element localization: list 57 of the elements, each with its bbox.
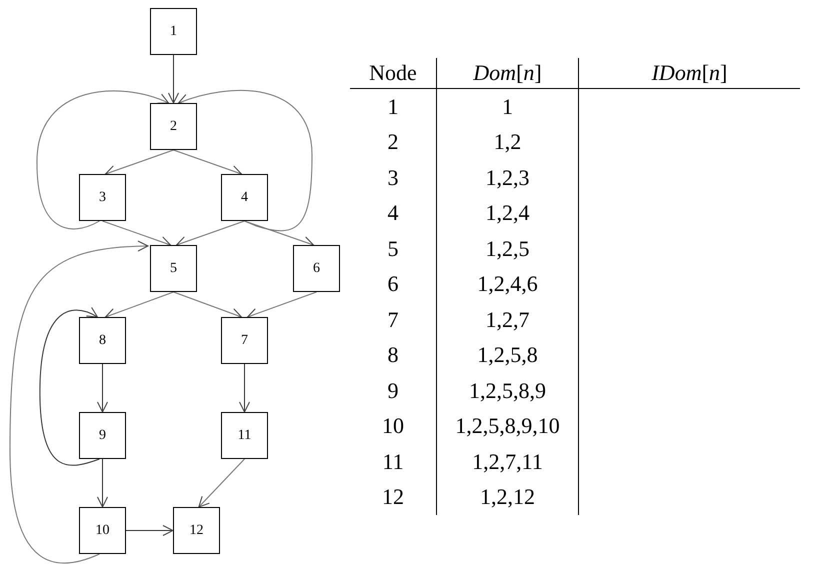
node-number: 10 (382, 415, 404, 438)
graph-node: 12 (173, 507, 220, 554)
arrow (40, 307, 100, 466)
graph-node: 2 (150, 103, 197, 150)
graph-node: 10 (79, 507, 126, 554)
arrow (244, 220, 314, 247)
arrow (97, 364, 108, 412)
node-number: 4 (388, 202, 398, 224)
graph-node: 7 (221, 317, 268, 364)
dominator-set: 1,2,3 (486, 166, 530, 189)
column-header: Dom[n] (473, 62, 542, 84)
dominator-set: 1,2,5 (486, 238, 530, 260)
node-number: 6 (388, 273, 398, 296)
dominator-set: 1,2,5,8 (477, 344, 538, 366)
dominator-set: 1,2,5,8,9,10 (455, 415, 560, 438)
graph-node: 4 (221, 174, 268, 221)
dominator-set: 1,2,4,6 (477, 273, 538, 296)
node-number: 7 (388, 308, 398, 331)
arrow (105, 150, 174, 176)
node-number: 12 (382, 486, 404, 508)
node-number: 1 (388, 96, 398, 118)
column-header: IDom[n] (652, 62, 728, 84)
column-header: Node (369, 62, 417, 84)
graph-node: 8 (79, 317, 126, 364)
graph-node: 6 (293, 245, 340, 292)
node-number: 3 (388, 166, 398, 189)
arrow (176, 220, 245, 247)
node-number: 9 (388, 380, 398, 402)
node-number: 8 (388, 344, 398, 366)
arrow (198, 458, 245, 508)
arrow (97, 458, 108, 508)
arrow (102, 220, 171, 247)
dominator-set: 1,2,7,11 (472, 450, 543, 473)
arrow (173, 150, 242, 176)
arrow (178, 90, 312, 232)
dominator-set: 1,2 (494, 131, 522, 154)
arrow (126, 525, 174, 536)
arrow (173, 292, 242, 319)
arrow (10, 240, 148, 564)
node-number: 5 (388, 238, 398, 260)
graph-node: 9 (79, 412, 126, 459)
dominator-set: 1,2,5,8,9 (469, 380, 546, 402)
dominator-set: 1,2,4 (486, 202, 530, 224)
node-number: 11 (382, 450, 404, 473)
arrow (247, 292, 317, 319)
arrow (105, 292, 174, 319)
arrow (239, 364, 250, 412)
arrow (36, 90, 169, 230)
node-number: 2 (388, 131, 398, 154)
dominator-set: 1,2,7 (486, 308, 530, 331)
graph-node: 5 (150, 245, 197, 292)
graph-node: 1 (150, 8, 197, 55)
graph-node: 11 (221, 412, 268, 459)
dominator-set: 1 (502, 96, 513, 118)
arrow (168, 54, 179, 104)
dominator-set: 1,2,12 (480, 486, 535, 508)
graph-node: 3 (79, 174, 126, 221)
